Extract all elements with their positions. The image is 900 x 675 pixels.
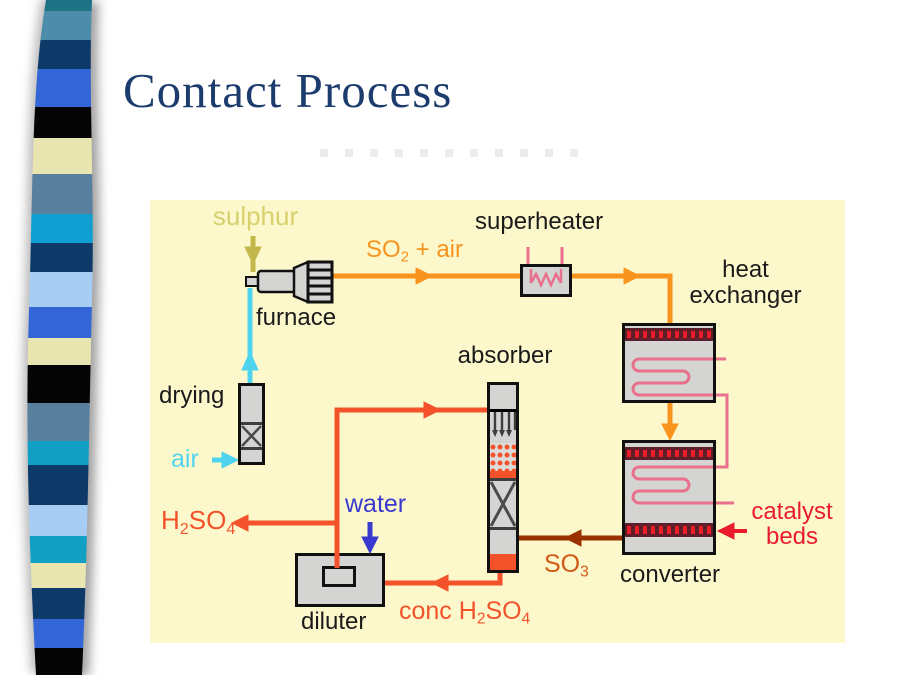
- label-drying: drying: [159, 382, 225, 409]
- so3-line: [519, 529, 622, 547]
- converter-coil: [631, 465, 713, 505]
- acid-recycle-line: [230, 401, 487, 568]
- absorber-acid-sump: [490, 554, 516, 570]
- acid-outlet-line: [385, 571, 503, 592]
- absorber-packing: [489, 478, 517, 530]
- label-absorber: absorber: [457, 342, 553, 369]
- sulphur-arrow: [244, 236, 262, 272]
- absorber-column: [487, 382, 519, 573]
- drying-tower: [238, 383, 265, 465]
- drying-tower-top: [241, 386, 262, 422]
- label-so3: SO3: [544, 550, 589, 581]
- label-diluter: diluter: [301, 608, 367, 635]
- label-water: water: [345, 490, 407, 518]
- absorber-spray-nozzles: [490, 409, 517, 443]
- slide-title: Contact Process: [123, 63, 453, 118]
- title-underline-dots: [320, 149, 588, 157]
- label-catalyst-beds: catalyst beds: [751, 498, 833, 550]
- heat-exchanger-box: [622, 323, 716, 403]
- packing-x-icon: [489, 481, 517, 527]
- superheater-coil: [529, 269, 563, 289]
- label-so2-air: SO2 + air: [366, 236, 463, 266]
- label-air: air: [171, 445, 199, 473]
- diluter-box: [295, 553, 385, 607]
- label-heat-exchanger: heat exchanger: [689, 256, 802, 309]
- converter-box: [622, 440, 716, 555]
- converter-bottom-catalyst-band: [625, 523, 713, 537]
- decorative-ribbon: [27, 0, 93, 675]
- process-diagram: sulphur furnace SO2 + air superheater he…: [150, 200, 845, 643]
- ribbon-stripes: [27, 0, 93, 675]
- superheater-box: [520, 264, 572, 297]
- drying-tower-packing: [241, 422, 262, 450]
- water-arrow: [361, 522, 379, 555]
- label-h2so4: H2SO4: [161, 505, 236, 538]
- label-sulphur: sulphur: [212, 201, 299, 231]
- heat-exchanger-coil: [631, 357, 713, 397]
- label-converter: converter: [620, 561, 721, 588]
- absorber-spray-droplets: [490, 443, 516, 471]
- packing-x-icon: [241, 425, 262, 447]
- label-superheater: superheater: [475, 208, 604, 235]
- nozzle-icon: [492, 412, 517, 437]
- diluter-inlet-port: [322, 566, 356, 587]
- furnace-burner: [245, 260, 334, 304]
- label-conc-h2so4: conc H2SO4: [399, 597, 531, 628]
- absorber-liquid-level: [490, 471, 516, 478]
- label-furnace: furnace: [256, 304, 337, 331]
- drying-tower-bottom: [241, 450, 262, 462]
- absorber-lower-section: [490, 530, 516, 554]
- heat-exchanger-catalyst-band: [625, 328, 713, 341]
- absorber-top-section: [490, 385, 516, 409]
